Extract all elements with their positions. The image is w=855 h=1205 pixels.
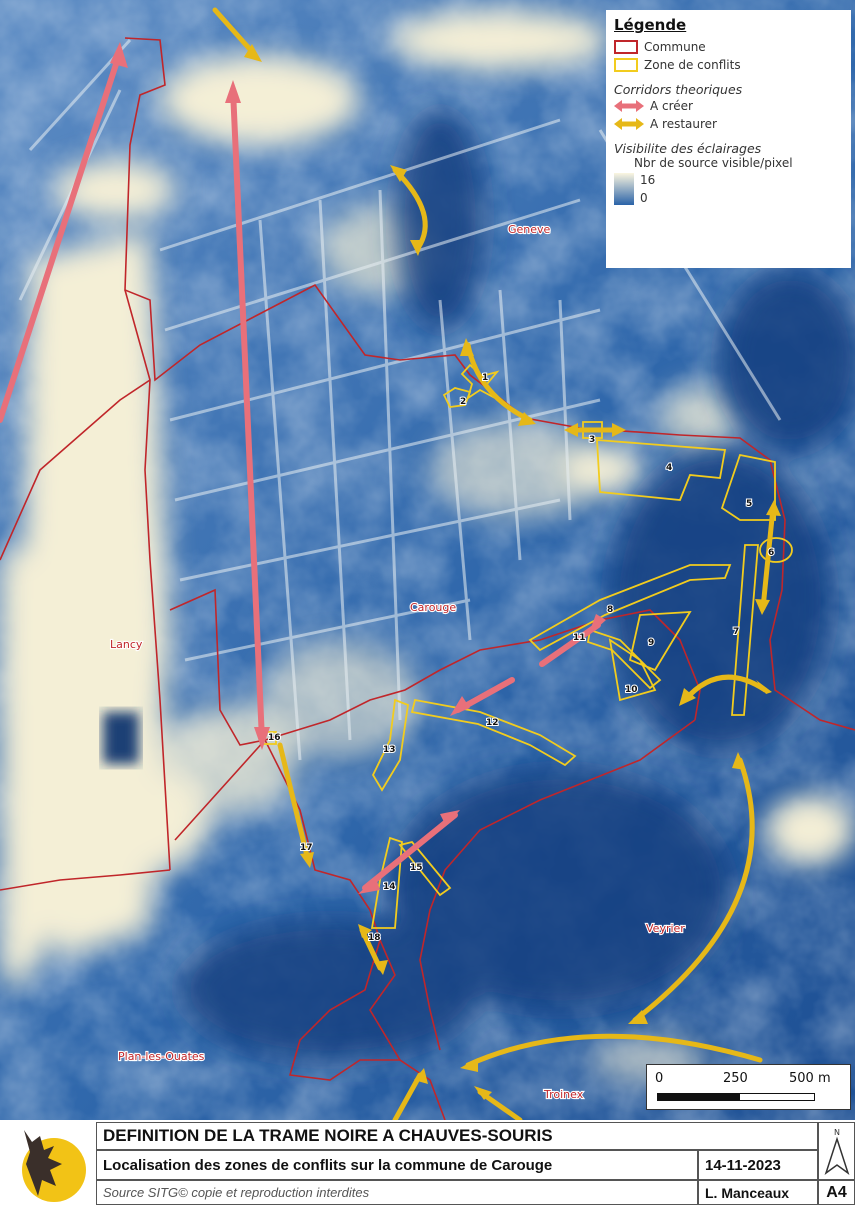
svg-text:Troinex: Troinex: [543, 1088, 584, 1101]
svg-text:1: 1: [482, 373, 488, 383]
legend-restore-label: A restaurer: [650, 117, 717, 131]
conflict-zone-8: [528, 564, 732, 652]
dark-pond: [103, 712, 139, 764]
commune-boundary: [0, 37, 855, 1120]
svg-text:Lancy: Lancy: [110, 638, 143, 651]
scale-end: 500 m: [789, 1071, 831, 1086]
svg-text:Plan-les-Ouates: Plan-les-Ouates: [118, 1050, 205, 1063]
svg-text:18: 18: [368, 933, 381, 943]
legend-visibility-unit: Nbr de source visible/pixel: [634, 156, 793, 170]
double-arrow-pink-icon: [614, 100, 644, 112]
legend-row-restore: A restaurer: [614, 115, 843, 133]
scale-zero: 0: [655, 1071, 664, 1086]
north-arrow-icon: N: [824, 1128, 849, 1175]
map-date: 14-11-2023: [698, 1150, 818, 1180]
conflict-zone-1: [460, 363, 500, 401]
svg-text:8: 8: [607, 605, 613, 615]
conflict-zone-5: [720, 453, 776, 521]
svg-text:17: 17: [300, 843, 313, 853]
paper-format: A4: [818, 1180, 855, 1205]
conflict-zone-15: [398, 840, 452, 897]
map-title: DEFINITION DE LA TRAME NOIRE A CHAUVES-S…: [96, 1122, 818, 1150]
svg-text:4: 4: [666, 463, 672, 473]
svg-text:6: 6: [768, 548, 774, 558]
corridors-restore-heads: [244, 44, 781, 1100]
legend-max: 16: [640, 173, 656, 187]
svg-text:15: 15: [410, 863, 423, 873]
legend-commune-label: Commune: [644, 40, 706, 54]
conflict-zone-2: [442, 387, 472, 408]
legend-row-create: A créer: [614, 97, 843, 115]
svg-text:11: 11: [573, 633, 586, 643]
svg-text:9: 9: [648, 638, 654, 648]
visibility-gradient: [614, 173, 634, 205]
svg-text:7: 7: [733, 627, 739, 637]
zone-labels: 1 2 3 4 5 6 7 8 9 10 11 12 13 14 15 16 1…: [267, 372, 775, 944]
scale-bar: 0 250 500 m: [646, 1064, 851, 1110]
bat-moon-logo: [22, 1130, 86, 1202]
scale-bar-black: [657, 1093, 739, 1101]
conflict-zone-9: [628, 610, 692, 672]
legend-gradient-row: 16 0: [614, 173, 843, 205]
legend-visibility-title: Visibilite des éclairages: [614, 141, 762, 156]
title-block: DEFINITION DE LA TRAME NOIRE A CHAUVES-S…: [0, 1120, 855, 1205]
svg-text:13: 13: [383, 745, 396, 755]
scale-bar-white: [739, 1093, 815, 1101]
conflict-zone-11: [586, 628, 662, 690]
legend-corridors-title: Corridors theoriques: [614, 82, 743, 97]
conflict-zone-10: [608, 638, 657, 702]
legend-min: 0: [640, 191, 648, 205]
svg-text:16: 16: [268, 733, 281, 743]
legend-row-commune: Commune: [614, 38, 843, 56]
svg-text:Veyrier: Veyrier: [646, 922, 685, 935]
map-author: L. Manceaux: [698, 1180, 818, 1205]
dark-areas: [180, 110, 855, 1060]
conflict-zone-4: [596, 439, 727, 501]
map-legend: Légende Commune Zone de conflits Corrido…: [606, 10, 851, 268]
conflict-zone-3: [582, 421, 603, 439]
map-source: Source SITG© copie et reproduction inter…: [96, 1180, 698, 1205]
svg-text:12: 12: [486, 718, 499, 728]
legend-title: Légende: [614, 16, 687, 34]
double-arrow-yellow-icon: [614, 118, 644, 130]
svg-text:Carouge: Carouge: [410, 601, 456, 614]
legend-row-conflict: Zone de conflits: [614, 56, 843, 74]
map-subtitle: Localisation des zones de conflits sur l…: [96, 1150, 698, 1180]
north-arrow: N: [818, 1122, 855, 1180]
conflict-zone-7: [731, 544, 759, 716]
legend-create-label: A créer: [650, 99, 693, 113]
conflict-zone-6: [759, 537, 793, 563]
conflict-zone-12: [410, 698, 577, 767]
conflict-zone-swatch: [614, 58, 638, 72]
corridors-create-heads: [110, 42, 606, 894]
place-labels: Geneve Carouge Lancy Veyrier Plan-les-Ou…: [109, 222, 686, 1102]
scale-mid: 250: [723, 1071, 748, 1086]
svg-text:Geneve: Geneve: [508, 223, 551, 236]
commune-swatch: [614, 40, 638, 54]
svg-text:5: 5: [746, 499, 752, 509]
legend-conflict-label: Zone de conflits: [644, 58, 741, 72]
svg-text:10: 10: [625, 685, 638, 695]
conflict-zone-13: [371, 698, 409, 792]
svg-text:3: 3: [589, 435, 595, 445]
svg-text:14: 14: [383, 882, 396, 892]
svg-text:2: 2: [460, 397, 466, 407]
svg-text:N: N: [834, 1128, 840, 1137]
